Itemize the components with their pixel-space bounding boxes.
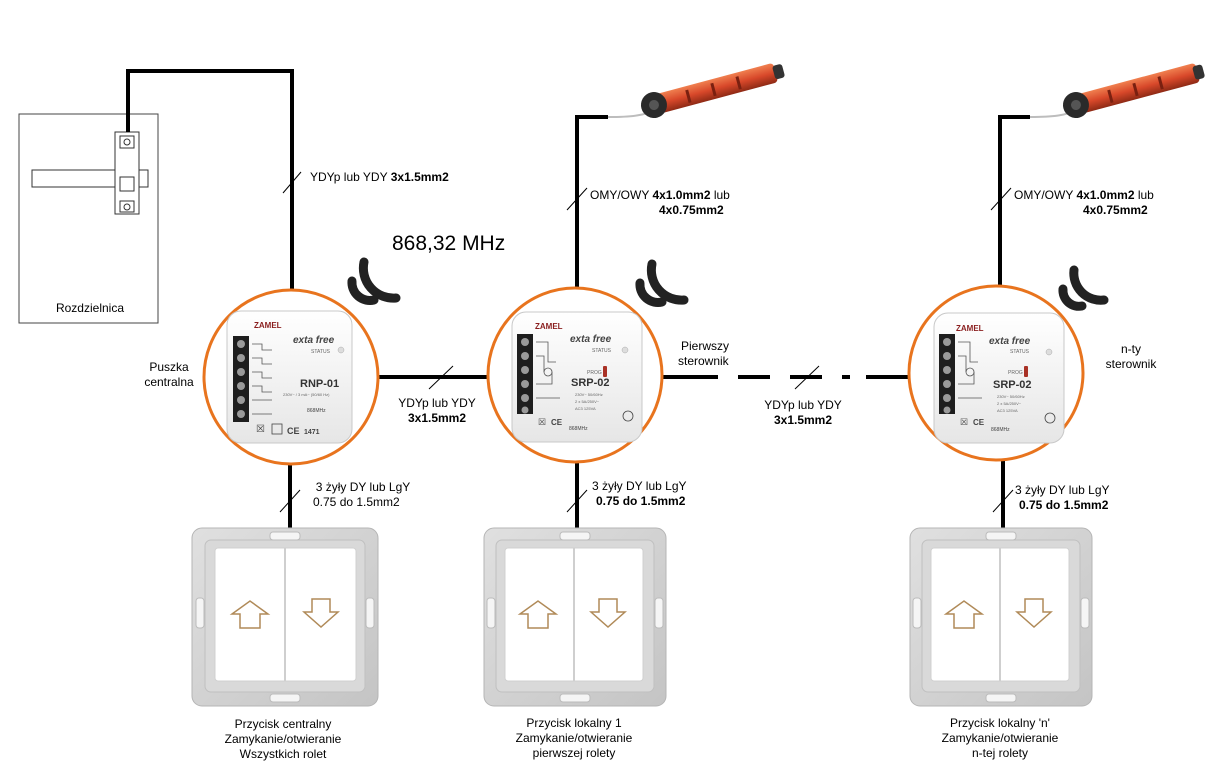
switch-central xyxy=(191,527,379,707)
freq-text: 868MHz xyxy=(307,408,326,414)
roller-motor-n xyxy=(1062,63,1205,119)
motor-wire-1 xyxy=(575,115,608,312)
spec-text: 230V~ / 3 mA~ (50/60 Hz) xyxy=(283,392,330,397)
prog-text: PROG xyxy=(587,370,602,376)
wireless-signal-icon xyxy=(1058,265,1109,311)
cross-bin-icon: ☒ xyxy=(256,424,265,435)
model-label: RNP-01 xyxy=(300,378,339,390)
exta-free-logo: exta free xyxy=(570,334,612,345)
motor1-cable-label: OMY/OWY 4x1.0mm2 lub xyxy=(590,188,730,202)
m-mark-icon xyxy=(622,410,634,422)
exta-free-logo: exta free xyxy=(989,336,1031,347)
frequency-label: 868,32 MHz xyxy=(392,232,506,255)
arrow-down-icon xyxy=(302,598,340,629)
roller-motor-1 xyxy=(640,63,785,119)
m-mark-icon xyxy=(1044,412,1056,424)
supply-cable-label: YDYp lub YDY 3x1.5mm2 xyxy=(310,170,449,184)
motor-wire-2 xyxy=(998,115,1030,312)
switch-local1 xyxy=(483,527,667,707)
ce-mark-icon: CE xyxy=(287,426,300,436)
brand-logo: ZAMEL xyxy=(956,324,984,333)
distribution-board xyxy=(18,113,159,324)
localn-button-label: Przycisk lokalny 'n'Zamykanie/otwieranie… xyxy=(941,716,1059,760)
model-label: SRP-02 xyxy=(993,379,1032,391)
spec-text: 230V~ 50/60Hz xyxy=(997,394,1025,399)
spec-text: 2 x 5A/250V~ xyxy=(575,399,600,404)
exta-free-logo: exta free xyxy=(293,335,335,346)
status-text: STATUS xyxy=(311,349,331,355)
brand-logo: ZAMEL xyxy=(254,321,282,330)
arrow-down-icon xyxy=(1015,598,1053,629)
arrow-down-icon xyxy=(589,598,627,629)
supply-wire xyxy=(126,69,294,315)
spec-text: 230V~ 50/60Hz xyxy=(575,392,603,397)
status-text: STATUS xyxy=(1010,349,1030,355)
motorn-cable-label-line2: 4x0.75mm2 xyxy=(1083,203,1148,217)
ce-mark-icon: CE xyxy=(551,418,563,427)
arrow-up-icon xyxy=(229,600,271,629)
cable-ticks xyxy=(279,171,1014,513)
wireless-signal-icon xyxy=(347,257,401,305)
brand-logo: ZAMEL xyxy=(535,322,563,331)
cross-bin-icon: ☒ xyxy=(538,417,546,427)
arrow-up-icon xyxy=(943,600,985,629)
srp-02-module-nth: ZAMEL exta free STATUS PROG SRP-02 230V~… xyxy=(933,312,1065,444)
freq-text: 868MHz xyxy=(991,427,1010,433)
freq-text: 868MHz xyxy=(569,426,588,432)
model-label: SRP-02 xyxy=(571,377,610,389)
cert-number: 1471 xyxy=(304,429,320,436)
spec-text: 2 x 5A/250V~ xyxy=(997,401,1022,406)
distribution-board-label: Rozdzielnica xyxy=(55,301,125,315)
class-ii-icon xyxy=(271,423,283,435)
status-text: STATUS xyxy=(592,348,612,354)
switch-localn xyxy=(909,527,1093,707)
ce-mark-icon: CE xyxy=(973,418,985,427)
cross-bin-icon: ☒ xyxy=(960,417,968,427)
motor1-cable-label-line2: 4x0.75mm2 xyxy=(659,203,724,217)
spec-text: AC3 125VA xyxy=(575,406,596,411)
wireless-signal-icon xyxy=(635,259,689,307)
spec-text: AC3 125VA xyxy=(997,408,1018,413)
rnp-01-module: ZAMEL exta free STATUS RNP-01 230V~ / 3 … xyxy=(226,310,353,444)
motorn-cable-label: OMY/OWY 4x1.0mm2 lub xyxy=(1014,188,1154,202)
srp-02-module-first: ZAMEL exta free STATUS PROG SRP-02 230V~… xyxy=(511,311,643,443)
arrow-up-icon xyxy=(517,600,559,629)
prog-text: PROG xyxy=(1008,370,1023,376)
